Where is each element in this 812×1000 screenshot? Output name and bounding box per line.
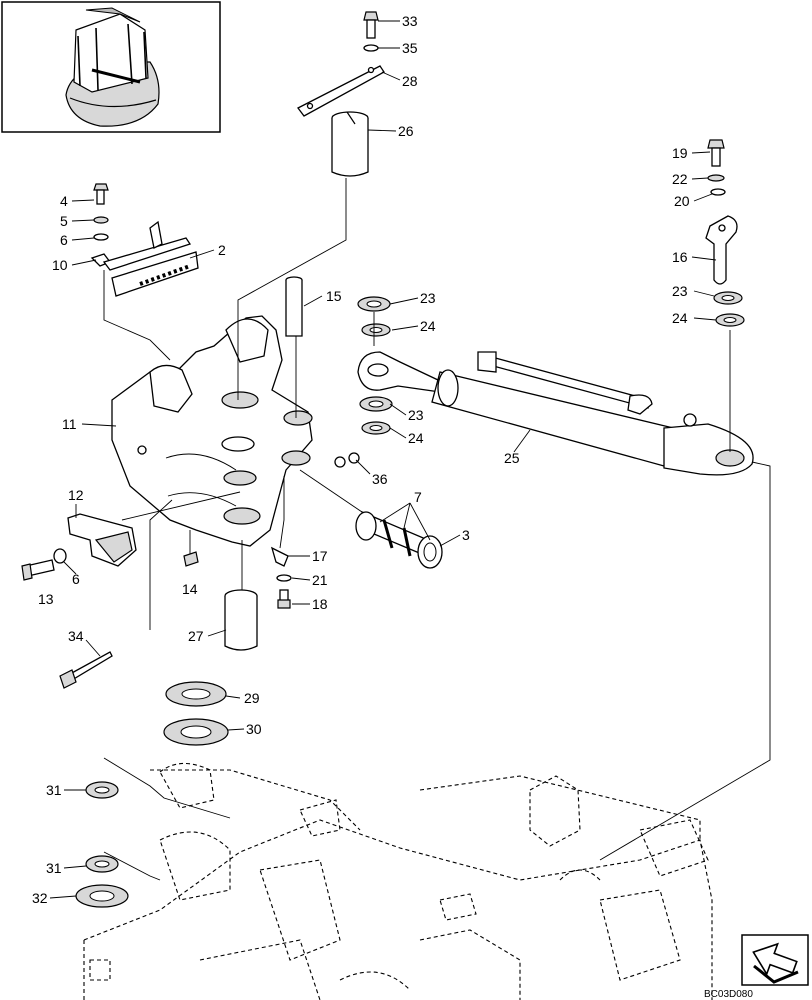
hose-clamp-group xyxy=(334,452,443,569)
callout-22: 22 xyxy=(672,171,688,187)
drawing-code: BC03D080 xyxy=(704,989,753,1000)
hydraulic-cylinder xyxy=(357,351,754,476)
excavator-thumbnail xyxy=(65,7,160,127)
callout-33: 33 xyxy=(402,13,418,29)
locator-inset xyxy=(1,1,221,133)
callout-3: 3 xyxy=(462,527,470,543)
machine-frame-phantom xyxy=(83,762,713,1000)
callout-11: 11 xyxy=(62,416,77,432)
upper-pin-stack xyxy=(297,11,385,177)
leader-lines xyxy=(49,20,771,899)
bolt-34 xyxy=(59,651,113,689)
callout-7: 7 xyxy=(414,489,422,505)
callout-21: 21 xyxy=(312,572,328,588)
callout-32: 32 xyxy=(32,890,48,906)
callout-23-bottom: 23 xyxy=(408,407,424,423)
callout-5: 5 xyxy=(60,213,68,229)
callout-2: 2 xyxy=(218,242,226,258)
thrust-washers xyxy=(75,681,229,908)
callout-24-top: 24 xyxy=(420,318,436,334)
rod-end-washers xyxy=(357,296,393,435)
callout-31-bottom: 31 xyxy=(46,860,62,876)
callout-12: 12 xyxy=(68,487,84,503)
callout-23-top: 23 xyxy=(420,290,436,306)
small-fittings xyxy=(183,546,292,609)
callout-29: 29 xyxy=(244,690,260,706)
pin-15 xyxy=(285,276,303,337)
callout-36: 36 xyxy=(372,471,388,487)
callout-13: 13 xyxy=(38,591,54,607)
callout-31-top: 31 xyxy=(46,782,62,798)
callout-18: 18 xyxy=(312,596,328,612)
callout-34: 34 xyxy=(68,628,84,644)
callout-20: 20 xyxy=(674,193,690,209)
callout-30: 30 xyxy=(246,721,262,737)
callout-24-right: 24 xyxy=(672,310,688,326)
cylinder-pin-stack xyxy=(705,139,745,327)
pin-27 xyxy=(224,589,258,651)
callout-35: 35 xyxy=(402,40,418,56)
swing-bracket xyxy=(111,315,313,547)
callout-15: 15 xyxy=(326,288,342,304)
callout-25: 25 xyxy=(504,450,520,466)
callout-19: 19 xyxy=(672,145,688,161)
lever-bracket-12 xyxy=(21,513,137,581)
callout-24-bottom: 24 xyxy=(408,430,424,446)
callout-27: 27 xyxy=(188,628,204,644)
callout-16: 16 xyxy=(672,249,688,265)
callout-labels: 33 35 28 26 19 22 20 4 5 6 2 10 16 15 23… xyxy=(32,13,690,906)
bracket-group xyxy=(90,183,199,297)
callout-23-right: 23 xyxy=(672,283,688,299)
callout-26: 26 xyxy=(398,123,414,139)
next-page-arrow-icon[interactable] xyxy=(741,934,809,986)
callout-6-lower: 6 xyxy=(72,571,80,587)
callout-17: 17 xyxy=(312,548,328,564)
callout-28: 28 xyxy=(402,73,418,89)
callout-14: 14 xyxy=(182,581,198,597)
callout-6: 6 xyxy=(60,232,68,248)
callout-4: 4 xyxy=(60,193,68,209)
callout-10: 10 xyxy=(52,257,68,273)
